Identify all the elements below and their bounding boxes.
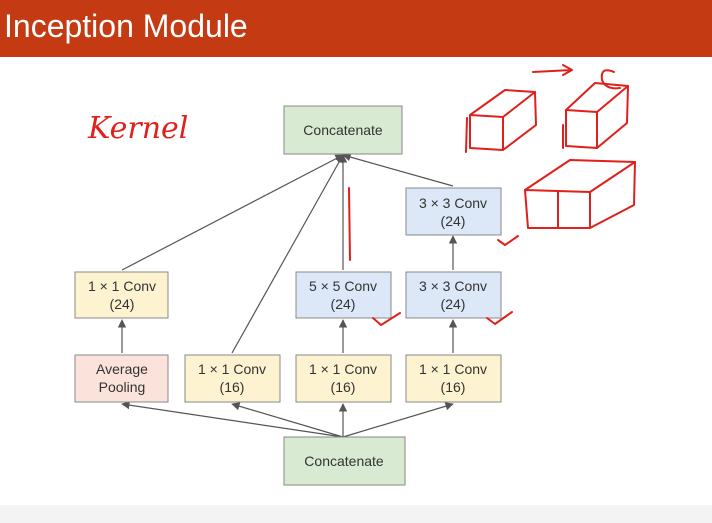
edges (117, 153, 458, 438)
sketch-letter-c (600, 69, 621, 90)
conv1x1-c-node: 1 × 1 Conv (16) (405, 354, 502, 403)
avg-pool-label-line2: Pooling (99, 379, 146, 395)
bottom-strip (0, 505, 712, 523)
handwritten-annotations: Kernel (87, 64, 636, 326)
conv3x3-top-node: 3 × 3 Conv (24) (405, 187, 502, 236)
sketch-cuboid-wide (524, 159, 636, 229)
conv1x1-left-label: 1 × 1 Conv (88, 278, 156, 294)
sketch-check-2 (486, 311, 513, 325)
conv3x3-top-filters: (24) (441, 213, 466, 229)
slide-title: Inception Module (4, 8, 248, 44)
conv1x1-b-filters: (16) (331, 379, 356, 395)
concat-bottom-node: Concatenate (283, 436, 406, 486)
edge-conv1x1-left-to-concat (121, 154, 344, 271)
conv1x1-a-filters: (16) (220, 379, 245, 395)
sketch-arrow (532, 64, 573, 76)
sketch-cuboid-small-right (562, 82, 629, 149)
sketch-check-1 (372, 312, 401, 326)
concat-bottom-label: Concatenate (304, 453, 384, 469)
conv1x1-left-node: 1 × 1 Conv (24) (74, 271, 169, 319)
concat-top-node: Concatenate (283, 105, 403, 155)
edge-concat-to-conv1x1-a (231, 402, 344, 438)
edge-conv1x1-a-to-concat (231, 154, 344, 354)
edge-concat-to-pool (121, 400, 344, 438)
conv1x1-c-label: 1 × 1 Conv (419, 361, 487, 377)
conv1x1-a-node: 1 × 1 Conv (16) (184, 354, 281, 403)
concat-top-label: Concatenate (303, 122, 383, 138)
sketch-vertical-stroke (348, 187, 351, 261)
conv3x3-mid-filters: (24) (441, 296, 466, 312)
edge-concat-to-conv1x1-c (342, 402, 454, 438)
conv1x1-b-node: 1 × 1 Conv (16) (295, 354, 392, 403)
handwritten-kernel-word: Kernel (87, 111, 188, 146)
conv5x5-label: 5 × 5 Conv (309, 278, 377, 294)
edge-conv3x3-top-to-concat (342, 153, 454, 187)
conv3x3-top-label: 3 × 3 Conv (419, 195, 487, 211)
conv1x1-left-filters: (24) (110, 296, 135, 312)
sketch-check-3 (497, 235, 519, 246)
conv3x3-mid-label: 3 × 3 Conv (419, 278, 487, 294)
conv1x1-a-label: 1 × 1 Conv (198, 361, 266, 377)
conv5x5-filters: (24) (331, 296, 356, 312)
conv1x1-c-filters: (16) (441, 379, 466, 395)
conv1x1-b-label: 1 × 1 Conv (309, 361, 377, 377)
nodes: Concatenate 3 × 3 Conv (24) 1 × 1 Conv (… (74, 105, 502, 486)
title-bar: Inception Module (0, 0, 712, 57)
avg-pool-node: Average Pooling (74, 354, 169, 403)
avg-pool-label-line1: Average (96, 361, 148, 377)
conv5x5-node: 5 × 5 Conv (24) (295, 271, 392, 319)
sketch-cuboid-small-left (465, 89, 537, 153)
conv3x3-mid-node: 3 × 3 Conv (24) (405, 271, 502, 319)
